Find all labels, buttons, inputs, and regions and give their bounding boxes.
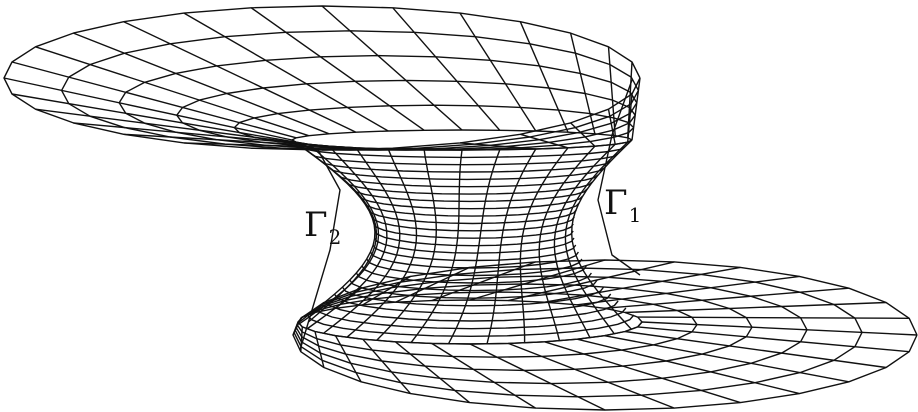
upper-radial-line: [250, 7, 425, 131]
upper-radial-line: [392, 7, 501, 131]
throat-band-line: [320, 160, 611, 173]
throat-ruling-line: [410, 149, 463, 344]
upper-radial-line: [607, 109, 616, 145]
upper-radial-line: [123, 21, 357, 133]
upper-radial-line: [519, 21, 569, 133]
throat-ruling-line: [564, 141, 629, 335]
throat-band-line: [311, 153, 618, 166]
upper-radial-line: [459, 142, 536, 150]
throat-band-line: [297, 321, 643, 345]
upper-radial-line: [607, 46, 616, 136]
gamma-2-label: Γ2: [304, 205, 341, 249]
throat-ruling-line: [553, 143, 616, 339]
lower-radial-line: [544, 266, 741, 303]
throat-band-line: [306, 314, 635, 337]
throat-ruling-line: [322, 147, 401, 335]
upper-radial-line: [35, 108, 309, 145]
lower-ring-line: [296, 291, 698, 358]
lower-radial-line: [431, 342, 536, 409]
upper-ring-line: [118, 54, 638, 151]
lower-radial-line: [395, 266, 470, 303]
upper-radial-line: [183, 12, 389, 132]
throat-band-line: [364, 202, 580, 217]
throat-band-line: [316, 307, 627, 330]
upper-radial-line: [570, 122, 596, 147]
throat-band-line: [355, 272, 592, 292]
lower-radial-line: [508, 261, 675, 302]
throat-ruling-line: [447, 149, 501, 345]
throat-band-line: [373, 237, 575, 254]
throat-band-line: [329, 167, 605, 181]
throat-band-line: [374, 230, 574, 247]
throat-ruling-line: [346, 148, 418, 338]
upper-radial-line: [35, 46, 310, 137]
lower-radial-line: [292, 321, 299, 336]
throat-band-line: [341, 286, 605, 307]
throat-band-line: [349, 279, 598, 299]
gamma-1-label: Γ1: [604, 183, 641, 227]
throat-band-line: [301, 146, 626, 159]
throat-band-line: [358, 195, 584, 210]
lower-radial-line: [334, 335, 362, 383]
lower-radial-line: [637, 326, 910, 353]
upper-radial-line: [11, 93, 297, 143]
throat-band-line: [337, 174, 599, 188]
lower-radial-line: [362, 338, 412, 395]
upper-radial-line: [73, 122, 330, 147]
throat-ruling-line: [538, 145, 596, 341]
lower-radial-line: [362, 275, 411, 306]
throat-band-line: [373, 223, 574, 239]
throat-ruling-line: [571, 139, 633, 330]
upper-radial-line: [631, 77, 641, 141]
lower-radial-line: [637, 316, 910, 319]
upper-radial-line: [11, 61, 297, 139]
upper-radial-line: [3, 77, 293, 141]
throat-ruling-line: [306, 145, 388, 330]
upper-radial-line: [321, 5, 463, 131]
throat-ruling-line: [291, 139, 377, 323]
lower-radial-line: [394, 341, 471, 404]
lower-radial-line: [641, 321, 918, 336]
lower-radial-line: [577, 275, 800, 306]
upper-radial-line: [520, 133, 569, 149]
upper-radial-line: [73, 32, 330, 135]
lower-radial-line: [544, 341, 741, 404]
lower-radial-line: [300, 316, 303, 319]
throat-band-line: [369, 251, 579, 269]
lower-radial-line: [314, 331, 325, 368]
throat-band-line: [333, 293, 612, 315]
lower-radial-line: [604, 335, 850, 383]
lower-radial-line: [624, 330, 887, 369]
throat-ruling-line: [376, 149, 437, 341]
lower-radial-line: [431, 261, 536, 302]
throat-ruling-line: [519, 147, 569, 343]
throat-band-line: [361, 265, 587, 284]
upper-radial-line: [627, 61, 633, 138]
lower-radial-line: [624, 301, 887, 314]
lower-radial-line: [508, 342, 675, 409]
lower-radial-line: [469, 343, 606, 411]
throat-band-line: [372, 244, 577, 262]
upper-radial-line: [569, 32, 596, 134]
throat-ruling-line: [486, 148, 537, 345]
upper-radial-line: [459, 12, 537, 132]
lower-radial-line: [577, 338, 800, 395]
wireframe-mesh: [3, 5, 918, 411]
left-silhouette-line: [291, 141, 341, 351]
right-silhouette-line: [597, 79, 641, 276]
lower-radial-line: [604, 287, 849, 309]
